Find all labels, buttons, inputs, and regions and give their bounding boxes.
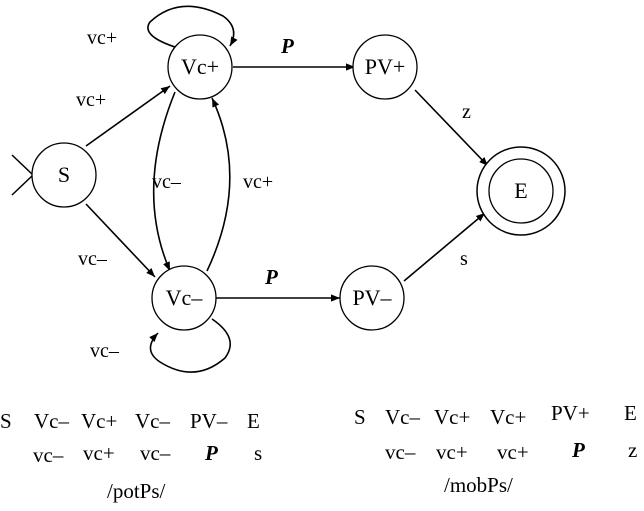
edge-loop-vc-minus — [149, 318, 232, 373]
seq-left-input-0: vc– — [33, 443, 64, 467]
seq-left-input-1: vc+ — [83, 441, 115, 465]
node-s: S — [31, 142, 97, 208]
node-e-accepting: E — [476, 146, 566, 236]
seq-left-input-3: P — [204, 441, 218, 465]
node-pv-plus: PV+ — [352, 34, 418, 100]
seq-left-state-1: Vc– — [34, 409, 69, 433]
seq-left-state-0: S — [0, 409, 12, 433]
seq-left-input-4: s — [254, 441, 262, 465]
seq-right-state-4: PV+ — [551, 401, 590, 425]
node-vc-plus-label: Vc+ — [181, 54, 219, 79]
seq-right-state-1: Vc– — [385, 405, 420, 429]
seq-right-caption: /mobPs/ — [444, 473, 513, 497]
node-vc-minus: Vc– — [151, 265, 217, 331]
edge-pv-plus-to-e — [414, 89, 489, 167]
seq-left-state-4: PV– — [190, 409, 228, 433]
seq-right-input-4: z — [628, 438, 637, 462]
node-pv-plus-label: PV+ — [365, 54, 406, 79]
label-s-to-vc-plus: vc+ — [76, 89, 106, 111]
seq-right-state-5: E — [624, 401, 637, 425]
seq-right-input-3: P — [571, 438, 585, 462]
start-marker — [11, 154, 35, 196]
edge-s-to-vc-plus — [85, 85, 171, 147]
seq-right-state-3: Vc+ — [490, 405, 526, 429]
edge-pv-minus-to-e — [403, 212, 486, 282]
label-vc-plus-to-pv-plus: P — [280, 34, 294, 58]
label-loop-vc-minus: vc– — [90, 340, 120, 362]
seq-left-caption: /potPs/ — [107, 479, 166, 503]
sequence-left: S Vc– Vc+ Vc– PV– E vc– vc+ vc– P s /pot… — [0, 409, 262, 503]
node-vc-plus: Vc+ — [167, 34, 233, 100]
seq-right-input-2: vc+ — [497, 440, 529, 464]
seq-right-input-0: vc– — [385, 440, 416, 464]
label-vc-minus-to-vc-plus: vc+ — [243, 171, 273, 193]
node-s-label: S — [58, 162, 70, 187]
seq-left-state-5: E — [247, 409, 260, 433]
seq-right-input-1: vc+ — [436, 440, 468, 464]
label-s-to-vc-minus: vc– — [78, 248, 108, 270]
node-pv-minus-label: PV– — [352, 285, 392, 310]
node-e-label: E — [514, 178, 527, 203]
label-pv-plus-to-e: z — [462, 101, 471, 123]
edge-s-to-vc-minus — [85, 203, 156, 278]
seq-left-state-2: Vc+ — [81, 409, 117, 433]
seq-right-state-0: S — [354, 405, 366, 429]
edge-vc-minus-to-vc-plus — [206, 97, 231, 272]
seq-left-state-3: Vc– — [135, 409, 170, 433]
seq-left-input-2: vc– — [140, 441, 171, 465]
label-vc-minus-to-pv-minus: P — [264, 265, 278, 289]
label-pv-minus-to-e: s — [460, 248, 468, 270]
node-pv-minus: PV– — [339, 265, 405, 331]
label-vc-plus-to-vc-minus: vc– — [152, 171, 182, 193]
sequence-right: S Vc– Vc+ Vc+ PV+ E vc– vc+ vc+ P z /mob… — [354, 401, 637, 497]
seq-right-state-2: Vc+ — [434, 405, 470, 429]
label-loop-vc-plus: vc+ — [87, 27, 117, 49]
edge-vc-plus-to-vc-minus — [152, 91, 176, 272]
edge-loop-vc-plus — [147, 5, 238, 49]
node-vc-minus-label: Vc– — [166, 285, 204, 310]
